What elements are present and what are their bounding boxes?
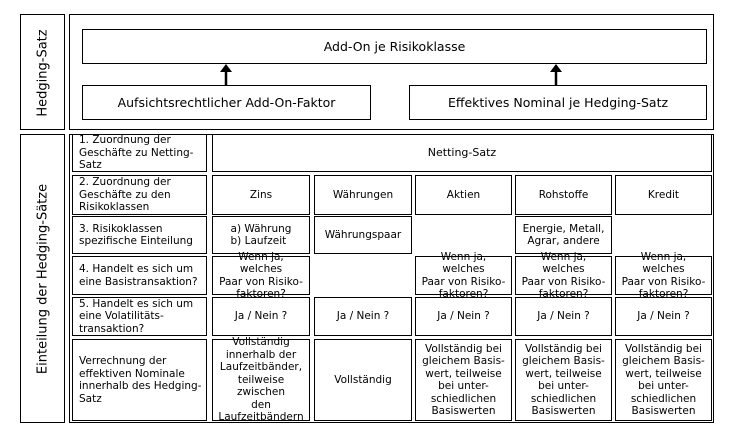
row5-waehrungen: Ja / Nein ? <box>314 297 412 336</box>
row-label-4-text: 4. Handelt es sich um eine Basistransakt… <box>79 263 198 288</box>
row3-rohstoffe-text: Energie, Metall, Agrar, andere <box>522 222 605 248</box>
netting-satz-text: Netting-Satz <box>427 145 497 159</box>
row-label-2-text: 2. Zuordnung der Geschäfte zu den Risiko… <box>79 176 171 214</box>
row5-aktien: Ja / Nein ? <box>415 297 512 336</box>
row-label-5-text: 5. Handelt es sich um eine Volatilitäts-… <box>79 297 194 335</box>
row4-rohstoffe-text: Wenn ja, welches Paar von Risiko- faktor… <box>521 250 606 301</box>
row4-aktien: Wenn ja, welches Paar von Risiko- faktor… <box>415 251 512 300</box>
row5-rohstoffe: Ja / Nein ? <box>515 297 612 336</box>
row-label-6-text: Verrechnung der effektiven Nominale inne… <box>79 355 202 405</box>
row5-kredit: Ja / Nein ? <box>615 297 712 336</box>
row-label-2: 2. Zuordnung der Geschäfte zu den Risiko… <box>72 175 207 215</box>
row5-zins: Ja / Nein ? <box>212 297 310 336</box>
row6-aktien-text: Vollständig bei gleichem Basis- wert, te… <box>422 342 505 418</box>
row-label-5: 5. Handelt es sich um eine Volatilitäts-… <box>72 297 207 336</box>
class-waehrungen: Währungen <box>314 175 412 215</box>
class-aktien-text: Aktien <box>446 188 481 201</box>
row5-zins-text: Ja / Nein ? <box>234 310 288 323</box>
row4-kredit: Wenn ja, welches Paar von Risiko- faktor… <box>615 251 712 300</box>
row-label-6: Verrechnung der effektiven Nominale inne… <box>72 339 207 421</box>
row3-zins: a) Währung b) Laufzeit <box>212 216 310 254</box>
einteilung-side-panel: Einteilung der Hedging-Sätze <box>20 134 65 423</box>
row4-zins: Wenn ja, welches Paar von Risiko- faktor… <box>212 251 310 300</box>
row5-kredit-text: Ja / Nein ? <box>637 310 690 323</box>
row6-waehrungen: Vollständig <box>314 339 412 421</box>
row6-kredit: Vollständig bei gleichem Basis- wert, te… <box>615 339 712 421</box>
row4-kredit-text: Wenn ja, welches Paar von Risiko- faktor… <box>621 250 706 301</box>
class-zins-text: Zins <box>249 188 273 201</box>
arrow-left-up-icon <box>220 64 232 85</box>
row6-zins-text: Vollständig innerhalb der Laufzeitbänder… <box>218 336 304 424</box>
row3-zins-text: a) Währung b) Laufzeit <box>230 222 292 248</box>
row6-waehrungen-text: Vollständig <box>334 373 392 386</box>
row6-rohstoffe: Vollständig bei gleichem Basis- wert, te… <box>515 339 612 421</box>
class-zins: Zins <box>212 175 310 215</box>
row5-aktien-text: Ja / Nein ? <box>437 310 490 323</box>
row-label-3: 3. Risikoklassen spezifische Einteilung <box>72 216 207 254</box>
row-label-4: 4. Handelt es sich um eine Basistransakt… <box>72 256 207 295</box>
row6-zins: Vollständig innerhalb der Laufzeitbänder… <box>212 336 310 424</box>
row5-rohstoffe-text: Ja / Nein ? <box>537 310 590 323</box>
row6-rohstoffe-text: Vollständig bei gleichem Basis- wert, te… <box>522 342 605 418</box>
aufsichtsrechtlicher-add-on-faktor-box: Aufsichtsrechtlicher Add-On-Faktor <box>82 85 371 120</box>
add-on-je-risikoklasse-box: Add-On je Risikoklasse <box>82 29 707 64</box>
class-kredit-text: Kredit <box>647 188 680 201</box>
class-kredit: Kredit <box>615 175 712 215</box>
class-rohstoffe-text: Rohstoffe <box>538 188 589 201</box>
row3-waehrungen: Währungspaar <box>314 216 412 254</box>
einteilung-side-label: Einteilung der Hedging-Sätze <box>35 183 51 375</box>
hedging-satz-side-panel: Hedging-Satz <box>20 14 65 130</box>
row3-rohstoffe: Energie, Metall, Agrar, andere <box>515 216 612 254</box>
effektives-nominal-box: Effektives Nominal je Hedging-Satz <box>409 85 707 120</box>
row4-zins-text: Wenn ja, welches Paar von Risiko- faktor… <box>219 250 303 301</box>
row4-rohstoffe: Wenn ja, welches Paar von Risiko- faktor… <box>515 251 612 300</box>
class-rohstoffe: Rohstoffe <box>515 175 612 215</box>
row6-aktien: Vollständig bei gleichem Basis- wert, te… <box>415 339 512 421</box>
row5-waehrungen-text: Ja / Nein ? <box>336 310 390 323</box>
row3-waehrungen-text: Währungspaar <box>324 228 402 241</box>
row-label-1-text: 1. Zuordnung der Geschäfte zu Netting- S… <box>79 134 194 172</box>
class-aktien: Aktien <box>415 175 512 215</box>
row-label-1: 1. Zuordnung der Geschäfte zu Netting- S… <box>72 134 207 172</box>
row4-aktien-text: Wenn ja, welches Paar von Risiko- faktor… <box>421 250 506 301</box>
row6-kredit-text: Vollständig bei gleichem Basis- wert, te… <box>622 342 705 418</box>
class-waehrungen-text: Währungen <box>332 188 394 201</box>
arrow-right-up-icon <box>550 64 562 85</box>
row-label-3-text: 3. Risikoklassen spezifische Einteilung <box>79 222 193 248</box>
netting-satz-cell: Netting-Satz <box>212 134 712 172</box>
